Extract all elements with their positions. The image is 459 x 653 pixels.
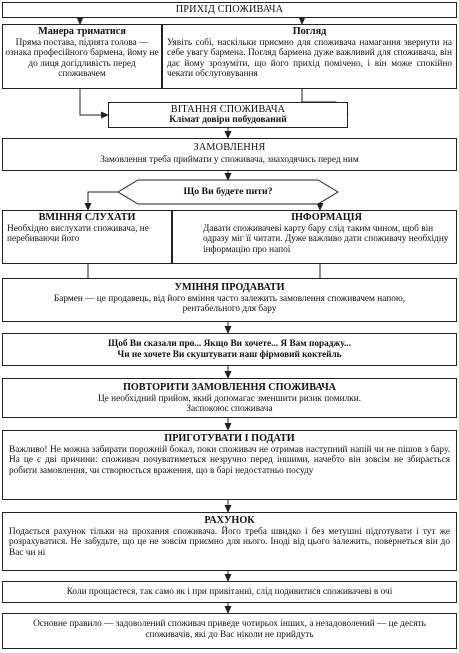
arrow-question-to-listening [84,191,118,211]
repeat-box: ПОВТОРИТИ ЗАМОВЛЕННЯ СПОЖИВАЧА Це необхі… [2,378,457,418]
phrases-box: Щоб Ви сказали про... Якщо Ви хочете... … [2,333,457,366]
greeting-box: ВІТАННЯ СПОЖИВАЧА Клімат довіри побудова… [108,102,348,128]
prepare-box: ПРИГОТУВАТИ І ПОДАТИ Важливо! Не можна з… [2,430,457,500]
order-box: ЗАМОВЛЕННЯ Замовлення треба приймати у с… [2,138,457,171]
bill-text: Подається рахунок тільки на прохання спо… [9,526,450,558]
phrases-line-1: Щоб Ви сказали про... Якщо Ви хочете... … [108,339,351,349]
look-heading: Погляд [292,26,327,37]
bill-heading: РАХУНОК [204,515,255,526]
information-text: Давати споживачеві карту бару слід таким… [203,223,449,255]
repeat-heading: ПОВТОРИТИ ЗАМОВЛЕННЯ СПОЖИВАЧА [122,382,337,393]
arrow-manner-to-greeting [79,89,109,119]
greeting-subheading: Клімат довіри побудований [169,115,287,125]
repeat-text-2: Заспокоює споживача [186,404,273,415]
title-box: ПРИХІД СПОЖИВАЧА [2,2,457,18]
listening-heading: ВМІННЯ СЛУХАТИ [38,212,136,223]
manner-box: Манера триматися Пряма постава, піднята … [2,24,162,89]
manner-text: Пряма постава, піднята голова — ознака п… [5,37,159,80]
bill-box: РАХУНОК Подається рахунок тільки на прох… [2,512,457,571]
phrases-line-2: Чи не хочете Ви скуштувати наш фірмовий … [117,350,342,360]
arrow-question-to-info [316,191,338,211]
listening-box: ВМІННЯ СЛУХАТИ Необхідно вислухати спожи… [2,210,172,264]
order-text: Замовлення треба приймати у споживача, з… [100,155,359,165]
question-label: Що Ви будете пити? [183,186,273,197]
rule-box: Основне правило — задоволений споживач п… [2,613,457,649]
information-box: ІНФОРМАЦІЯ Давати споживачеві карту бару… [172,210,457,264]
repeat-text-1: Це необхідний прийом, який допомагає зме… [97,393,362,404]
farewell-text: Коли прощаєтеся, так само як і при приві… [66,587,393,597]
diagram-title: ПРИХІД СПОЖИВАЧА [175,4,284,15]
farewell-box: Коли прощаєтеся, так само як і при приві… [2,581,457,603]
selling-heading: УМІННЯ ПРОДАВАТИ [174,282,285,293]
information-heading: ІНФОРМАЦІЯ [291,212,362,223]
selling-box: УМІННЯ ПРОДАВАТИ Бармен — це продавець, … [2,278,457,322]
greeting-heading: ВІТАННЯ СПОЖИВАЧА [170,104,286,115]
rule-text: Основне правило — задоволений споживач п… [33,619,426,640]
selling-text: Бармен — це продавець, від його вміння ч… [53,293,406,315]
look-box: Погляд Уявіть собі, наскільки приємно дл… [162,24,457,89]
prepare-text: Важливо! Не можна забирати порожній бока… [9,444,450,476]
manner-heading: Манера триматися [38,26,126,37]
prepare-heading: ПРИГОТУВАТИ І ПОДАТИ [164,433,295,444]
order-heading: ЗАМОВЛЕННЯ [193,142,266,153]
look-text: Уявіть собі, наскільки приємно для спожи… [167,37,452,80]
listening-text: Необхідно вислухати споживача, не переби… [7,223,149,245]
